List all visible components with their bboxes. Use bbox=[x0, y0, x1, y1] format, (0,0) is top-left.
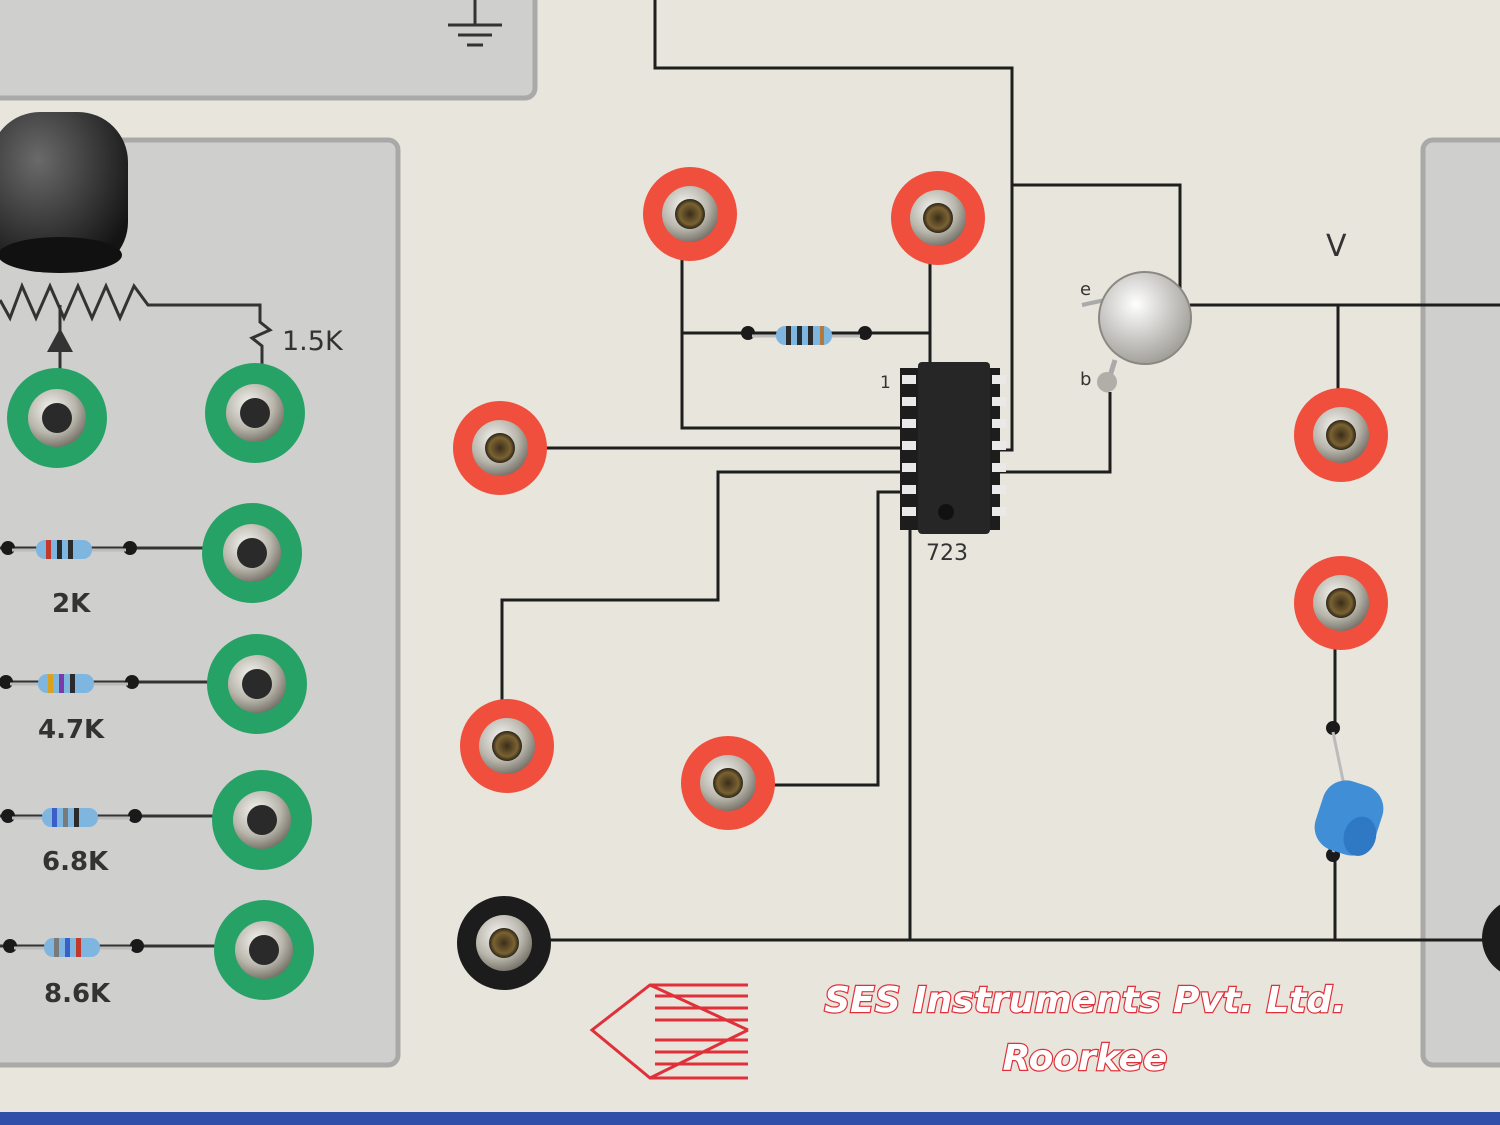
socket-red-4[interactable] bbox=[460, 699, 554, 793]
output-voltage-label: V bbox=[1326, 229, 1347, 264]
ground-icon bbox=[448, 0, 502, 47]
label-8-6k: 8.6K bbox=[44, 979, 111, 1009]
socket-green-5[interactable] bbox=[212, 770, 312, 870]
socket-green-4[interactable] bbox=[207, 634, 307, 734]
company-city: Roorkee bbox=[1003, 1038, 1168, 1079]
ses-logo-icon bbox=[589, 983, 749, 1080]
socket-black-edge[interactable] bbox=[1482, 898, 1500, 978]
transistor bbox=[1081, 271, 1192, 393]
socket-black-ground[interactable] bbox=[457, 896, 551, 990]
left-panel-traces bbox=[0, 282, 273, 948]
socket-green-1[interactable] bbox=[7, 368, 107, 468]
label-6-8k: 6.8K bbox=[42, 847, 109, 877]
resistor-4k7 bbox=[10, 674, 128, 693]
bottom-edge-strip bbox=[0, 1112, 1500, 1125]
socket-green-2[interactable] bbox=[205, 363, 305, 463]
ic-723 bbox=[900, 362, 1006, 534]
resistor-8k6 bbox=[14, 938, 132, 957]
resistor-top bbox=[752, 326, 860, 345]
company-name: SES Instruments Pvt. Ltd. bbox=[824, 980, 1346, 1021]
potentiometer-knob[interactable] bbox=[0, 112, 128, 273]
transistor-emitter-label: e bbox=[1080, 279, 1091, 300]
label-4-7k: 4.7K bbox=[38, 715, 105, 745]
socket-red-5[interactable] bbox=[681, 736, 775, 830]
solder-pads bbox=[0, 326, 1340, 953]
right-panel bbox=[1420, 137, 1500, 1068]
socket-red-7[interactable] bbox=[1294, 556, 1388, 650]
label-1-5k: 1.5K bbox=[282, 326, 344, 357]
wiper-arrow-icon bbox=[47, 328, 73, 352]
socket-red-3[interactable] bbox=[453, 401, 547, 495]
top-panel bbox=[0, 0, 538, 101]
socket-red-2[interactable] bbox=[891, 171, 985, 265]
socket-green-3[interactable] bbox=[202, 503, 302, 603]
ic-pin1-label: 1 bbox=[880, 373, 891, 393]
transistor-base-label: b bbox=[1080, 369, 1091, 390]
ic-part-label: 723 bbox=[926, 541, 968, 566]
label-2k: 2K bbox=[52, 589, 91, 619]
capacitor bbox=[1314, 731, 1384, 856]
socket-red-1[interactable] bbox=[643, 167, 737, 261]
socket-red-6[interactable] bbox=[1294, 388, 1388, 482]
resistor-2k bbox=[12, 540, 126, 559]
socket-green-6[interactable] bbox=[214, 900, 314, 1000]
resistor-6k8 bbox=[12, 808, 130, 827]
